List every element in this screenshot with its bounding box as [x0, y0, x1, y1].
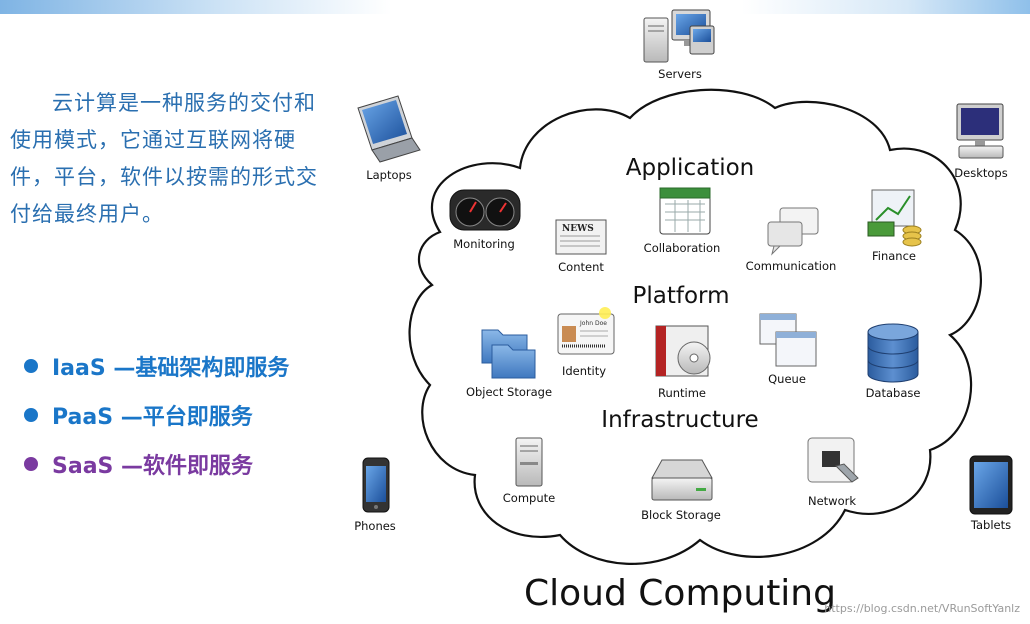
servers-icon — [643, 9, 715, 63]
network-node: Network — [807, 437, 859, 508]
phones-node: Phones — [354, 457, 396, 533]
laptop-icon — [357, 95, 421, 163]
hard-drive-icon — [651, 459, 713, 501]
servers-node: Servers — [643, 9, 715, 81]
database-node: Database — [866, 323, 921, 400]
diagram-title: Cloud Computing — [524, 573, 836, 614]
monitoring-node: Monitoring — [449, 189, 521, 251]
desktops-node: Desktops — [954, 103, 1008, 180]
tablets-label: Tablets — [970, 518, 1011, 532]
service-label-iaas: IaaS —基础架构即服务 — [52, 356, 290, 381]
identity-node: John Doe Identity — [557, 307, 615, 378]
database-icon — [867, 323, 919, 383]
network-port-icon — [807, 437, 859, 483]
section-infrastructure: Infrastructure — [601, 407, 758, 433]
watermark-text: https://blog.csdn.net/VRunSoftYanlz — [824, 602, 1020, 615]
finance-chart-icon — [867, 189, 922, 247]
id-card-name: John Doe — [579, 320, 607, 327]
phones-label: Phones — [354, 519, 396, 533]
calendar-icon — [659, 187, 711, 235]
laptops-node: Laptops — [357, 95, 421, 182]
collaboration-label: Collaboration — [644, 241, 721, 255]
collaboration-node: Collaboration — [644, 187, 721, 255]
identity-label: Identity — [562, 364, 606, 378]
block-storage-label: Block Storage — [641, 508, 721, 522]
communication-node: Communication — [746, 207, 837, 273]
communication-label: Communication — [746, 259, 837, 273]
runtime-box-icon — [655, 325, 711, 377]
folder-icon — [481, 329, 536, 379]
runtime-node: Runtime — [655, 325, 711, 400]
content-node: NEWS Content — [555, 219, 607, 274]
servers-label: Servers — [658, 67, 702, 81]
section-application: Application — [626, 155, 755, 181]
finance-node: Finance — [867, 189, 922, 263]
block-storage-node: Block Storage — [641, 459, 721, 522]
desktop-icon — [956, 103, 1004, 159]
service-item-iaas: IaaS —基础架构即服务 — [24, 350, 289, 382]
newspaper-masthead: NEWS — [562, 224, 594, 234]
tablets-node: Tablets — [969, 455, 1013, 532]
bullet-icon — [24, 359, 38, 373]
network-label: Network — [808, 494, 856, 508]
gauge-icon — [449, 189, 521, 231]
server-tower-icon — [515, 437, 543, 487]
phone-icon — [362, 457, 390, 513]
object-storage-label: Object Storage — [466, 385, 552, 399]
monitoring-label: Monitoring — [453, 237, 515, 251]
compute-node: Compute — [503, 437, 555, 505]
section-platform: Platform — [633, 283, 730, 309]
service-label-paas: PaaS —平台即服务 — [52, 405, 253, 430]
intro-paragraph: 云计算是一种服务的交付和使用模式，它通过互联网将硬件，平台，软件以按需的形式交付… — [10, 91, 318, 226]
bullet-icon — [24, 457, 38, 471]
queue-windows-icon — [759, 313, 817, 367]
id-card-icon: John Doe — [557, 307, 615, 355]
content-label: Content — [558, 260, 604, 274]
compute-label: Compute — [503, 491, 555, 505]
queue-node: Queue — [759, 313, 817, 386]
slide-top-band — [0, 0, 1030, 14]
queue-label: Queue — [768, 372, 806, 386]
service-label-saas: SaaS —软件即服务 — [52, 454, 254, 479]
runtime-label: Runtime — [658, 386, 706, 400]
newspaper-icon: NEWS — [555, 219, 607, 255]
chat-bubbles-icon — [767, 207, 819, 256]
database-label: Database — [866, 386, 921, 400]
finance-label: Finance — [872, 249, 916, 263]
service-item-paas: PaaS —平台即服务 — [24, 399, 253, 431]
object-storage-node: Object Storage — [466, 329, 552, 399]
bullet-icon — [24, 408, 38, 422]
service-item-saas: SaaS —软件即服务 — [24, 448, 253, 480]
tablet-icon — [969, 455, 1013, 515]
desktops-label: Desktops — [954, 166, 1007, 180]
laptops-label: Laptops — [366, 168, 412, 182]
